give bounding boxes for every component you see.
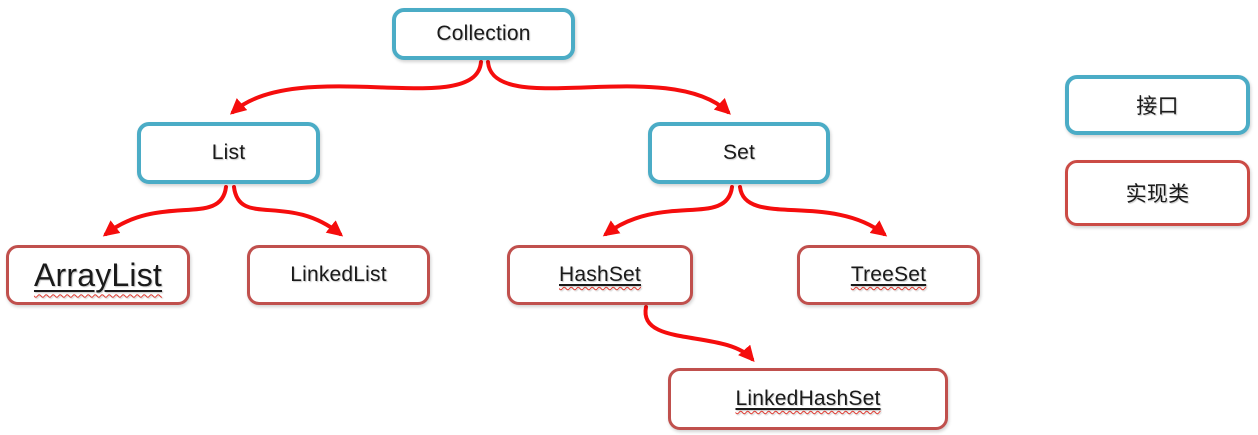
legend-interface-box: 接口 xyxy=(1065,75,1250,135)
edge-collection-set xyxy=(486,60,731,115)
edge-hashset-linkedhashset xyxy=(643,305,755,363)
edge-list-linkedlist xyxy=(232,185,344,237)
node-arraylist: ArrayList xyxy=(6,245,190,305)
node-linkedlist-label: LinkedList xyxy=(290,263,387,286)
node-linkedlist: LinkedList xyxy=(247,245,430,305)
node-list-label: List xyxy=(211,141,246,164)
node-collection-label: Collection xyxy=(436,22,531,45)
edge-set-treeset xyxy=(738,185,888,237)
node-treeset: TreeSet xyxy=(797,245,980,305)
legend-class-label: 实现类 xyxy=(1125,183,1190,206)
node-list: List xyxy=(137,122,320,184)
legend-interface-label: 接口 xyxy=(1136,95,1179,118)
edge-set-hashset xyxy=(602,185,734,237)
node-hashset: HashSet xyxy=(507,245,693,305)
edge-collection-list xyxy=(229,60,483,115)
node-hashset-label: HashSet xyxy=(559,263,641,286)
node-collection: Collection xyxy=(392,8,575,60)
node-linkedhashset-label: LinkedHashSet xyxy=(735,387,881,410)
node-set-label: Set xyxy=(722,141,756,164)
legend-class-box: 实现类 xyxy=(1065,160,1250,226)
node-linkedhashset: LinkedHashSet xyxy=(668,368,948,430)
node-treeset-label: TreeSet xyxy=(850,263,927,286)
node-set: Set xyxy=(648,122,830,184)
edge-list-arraylist xyxy=(102,185,228,237)
node-arraylist-label: ArrayList xyxy=(33,256,163,293)
